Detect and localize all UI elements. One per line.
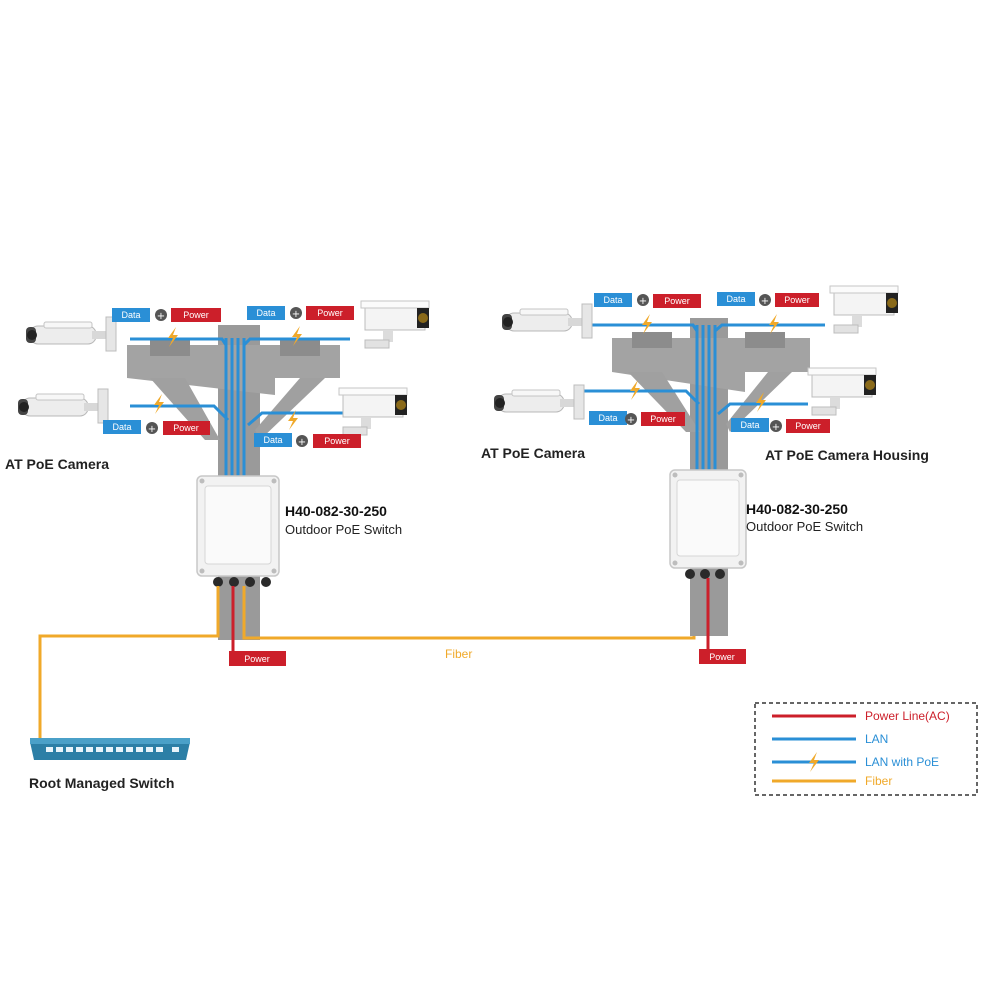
poe-switch-icon xyxy=(196,475,280,587)
power-tag: Power xyxy=(173,423,199,433)
legend-power-line: Power Line(AC) xyxy=(865,709,950,723)
left-lan-bundle xyxy=(130,337,350,478)
svg-text:+: + xyxy=(148,424,156,435)
right-camera-housing-top xyxy=(829,285,899,334)
left-switch-model: H40-082-30-250 xyxy=(285,503,387,519)
plus-circle-icon xyxy=(296,435,308,447)
plus-circle-icon xyxy=(637,294,649,306)
power-tag: Power xyxy=(324,436,350,446)
left-camera-top-left xyxy=(25,316,117,352)
fiber-links xyxy=(38,578,696,740)
left-camera-top-right xyxy=(360,300,430,349)
right-lan-bundle xyxy=(582,323,825,472)
fiber-label: Fiber xyxy=(445,647,472,661)
lightning-icon xyxy=(154,394,164,414)
plus-circle-icon xyxy=(146,422,158,434)
right-power-label: Power xyxy=(709,652,735,662)
plus-circle-icon xyxy=(155,309,167,321)
root-switch-label: Root Managed Switch xyxy=(29,775,174,791)
left-tag-top-right: Data + Power xyxy=(247,306,354,320)
lightning-icon xyxy=(630,380,640,400)
power-tag: Power xyxy=(183,310,209,320)
svg-text:+: + xyxy=(761,296,769,307)
data-tag: Data xyxy=(740,420,759,430)
data-tag: Data xyxy=(263,435,282,445)
plus-circle-icon xyxy=(625,413,637,425)
left-tag-bottom-right: Data + Power xyxy=(254,433,361,448)
right-tag-bottom-right: Data + Power xyxy=(731,418,830,433)
fiber-to-root-switch xyxy=(38,586,220,740)
svg-text:+: + xyxy=(627,415,635,426)
right-tag-top-right: Data + Power xyxy=(717,292,819,307)
right-switch-model: H40-082-30-250 xyxy=(746,501,848,517)
data-tag: Data xyxy=(112,422,131,432)
fiber-between-switches xyxy=(242,578,696,640)
right-site: Data + Power Data + Power Data + Power D… xyxy=(481,285,929,664)
power-tag: Power xyxy=(650,414,676,424)
lightning-icon xyxy=(642,314,652,334)
lightning-icon xyxy=(769,314,779,334)
right-tag-bottom-left: Data + Power xyxy=(589,411,685,426)
right-camera-bottom-left xyxy=(493,384,585,420)
left-power-label: Power xyxy=(244,654,270,664)
power-tag: Power xyxy=(795,421,821,431)
svg-text:+: + xyxy=(639,296,647,307)
legend: Power Line(AC) LAN LAN with PoE Fiber xyxy=(754,702,978,796)
right-camera-label: AT PoE Camera xyxy=(481,445,585,461)
svg-text:+: + xyxy=(772,422,780,433)
power-tag: Power xyxy=(317,308,343,318)
data-tag: Data xyxy=(256,308,275,318)
left-camera-bottom-left xyxy=(17,388,109,424)
right-camera-top-left xyxy=(501,303,593,339)
right-tag-top-left: Data + Power xyxy=(594,293,701,308)
data-tag: Data xyxy=(598,413,617,423)
left-site: Data + Power Data + Power Data + Power D… xyxy=(5,300,430,666)
left-tag-bottom-left: Data + Power xyxy=(103,420,210,435)
left-switch-description: Outdoor PoE Switch xyxy=(285,522,402,537)
left-camera-label: AT PoE Camera xyxy=(5,456,109,472)
right-switch-description: Outdoor PoE Switch xyxy=(746,519,863,534)
right-housing-label: AT PoE Camera Housing xyxy=(765,447,929,463)
left-camera-bottom-right xyxy=(338,387,408,436)
legend-lan: LAN xyxy=(865,732,888,746)
legend-lan-poe: LAN with PoE xyxy=(865,755,939,769)
svg-text:+: + xyxy=(292,309,300,320)
poe-switch-icon xyxy=(669,469,747,579)
plus-circle-icon xyxy=(770,420,782,432)
right-camera-housing-bottom xyxy=(807,367,877,416)
data-tag: Data xyxy=(121,310,140,320)
svg-text:+: + xyxy=(157,311,165,322)
data-tag: Data xyxy=(726,294,745,304)
legend-fiber: Fiber xyxy=(865,774,892,788)
left-tag-top-left: Data + Power xyxy=(112,308,221,322)
power-tag: Power xyxy=(784,295,810,305)
svg-text:+: + xyxy=(298,437,306,448)
plus-circle-icon xyxy=(759,294,771,306)
plus-circle-icon xyxy=(290,307,302,319)
power-tag: Power xyxy=(664,296,690,306)
managed-switch-icon xyxy=(30,738,190,760)
data-tag: Data xyxy=(603,295,622,305)
